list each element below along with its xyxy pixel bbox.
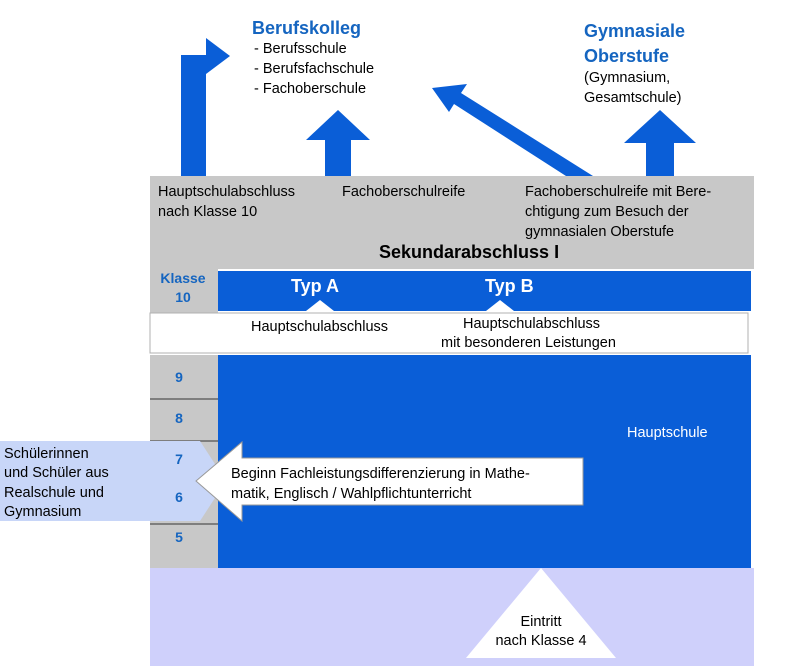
klasse10-cell xyxy=(150,269,218,314)
gymnasiale-sub-2: Gesamtschule) xyxy=(584,90,682,106)
gray-col3-line3: gymnasialen Oberstufe xyxy=(525,224,675,240)
eintritt-line2: nach Klasse 4 xyxy=(495,633,587,649)
gymnasiale-title-2: Oberstufe xyxy=(584,46,670,66)
klasse10-label: Klasse xyxy=(160,270,206,286)
left-box-line1: Schülerinnen xyxy=(4,446,89,462)
beginn-line2: matik, Englisch / Wahlpflichtunterricht xyxy=(231,486,472,502)
beginn-arrow-box xyxy=(195,440,584,523)
grade-7: 7 xyxy=(175,451,183,467)
white-band-b-line2: mit besonderen Leistungen xyxy=(441,335,616,351)
klasse10-number: 10 xyxy=(175,289,191,305)
gray-col2: Fachoberschulreife xyxy=(342,184,466,200)
bottom-band xyxy=(150,568,754,666)
left-box-line2: und Schüler aus xyxy=(4,465,109,481)
gymnasiale-arrow xyxy=(624,110,696,176)
eintritt-line1: Eintritt xyxy=(520,614,562,630)
white-band-b-line1: Hauptschulabschluss xyxy=(463,316,601,332)
fachoberschulreife-arrow xyxy=(306,110,370,176)
grade-9: 9 xyxy=(175,369,183,385)
eintritt-arrow xyxy=(466,568,616,658)
left-box-line3: Realschule und xyxy=(4,485,104,501)
gymnasiale-sub-1: (Gymnasium, xyxy=(584,70,671,86)
gray-col1-line1: Hauptschulabschluss xyxy=(158,184,296,200)
berufskolleg-title: Berufskolleg xyxy=(252,18,362,38)
grade-6: 6 xyxy=(175,489,183,505)
white-band-a: Hauptschulabschluss xyxy=(251,319,389,335)
berufskolleg-item-2: - Berufsfachschule xyxy=(254,61,375,77)
gymnasiale-title-1: Gymnasiale xyxy=(584,21,686,41)
hauptschule-label: Hauptschule xyxy=(627,425,708,441)
white-band xyxy=(149,312,749,354)
gray-col3-line2: chtigung zum Besuch der xyxy=(525,204,689,220)
berufskolleg-item-1: - Berufsschule xyxy=(254,41,347,57)
gray-col3-line1: Fachoberschulreife mit Bere- xyxy=(525,184,712,200)
typ-a-label: Typ A xyxy=(291,276,339,296)
typ-band xyxy=(218,271,751,311)
left-arrow-box xyxy=(0,441,226,521)
typ-b-label: Typ B xyxy=(485,276,534,296)
grade-5: 5 xyxy=(175,529,183,545)
berufskolleg-item-3: - Fachoberschule xyxy=(254,81,367,97)
beginn-line1: Beginn Fachleistungsdifferenzierung in M… xyxy=(231,466,530,482)
diagonal-arrow xyxy=(432,84,593,176)
left-box-line4: Gymnasium xyxy=(4,504,82,520)
bent-arrow xyxy=(181,38,230,176)
grade-8: 8 xyxy=(175,410,183,426)
gray-col1-line2: nach Klasse 10 xyxy=(158,204,258,220)
gray-band xyxy=(150,176,754,269)
sekundarabschluss-heading: Sekundarabschluss I xyxy=(379,242,560,262)
